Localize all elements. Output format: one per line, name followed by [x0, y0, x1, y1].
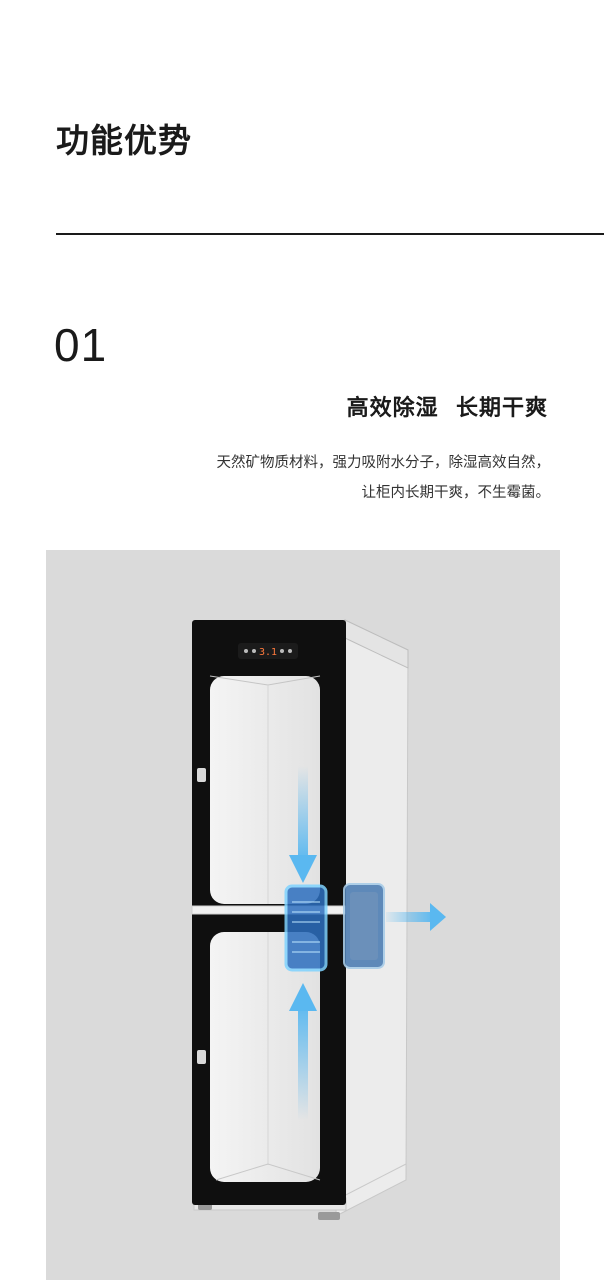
- product-image: 3.1: [46, 550, 560, 1280]
- control-panel: 3.1: [238, 643, 298, 659]
- door-lock-icon: [197, 768, 206, 1064]
- feature-description: 天然矿物质材料，强力吸附水分子，除湿高效自然， 让柜内长期干爽，不生霉菌。: [217, 448, 551, 508]
- humidity-display: 3.1: [259, 647, 277, 658]
- section-divider: [56, 233, 604, 235]
- dry-cabinet-illustration: 3.1: [191, 619, 446, 1220]
- feature-description-line-2: 让柜内长期干爽，不生霉菌。: [361, 485, 551, 501]
- section-title: 功能优势: [56, 121, 192, 160]
- dehumidifier-module: [284, 883, 385, 972]
- airflow-arrow-right-icon: [386, 903, 446, 931]
- feature-heading: 高效除湿 长期干爽: [346, 396, 548, 421]
- airflow-arrow-down-icon: [289, 766, 317, 883]
- feature-description-line-1: 天然矿物质材料，强力吸附水分子，除湿高效自然，: [216, 455, 551, 471]
- airflow-arrow-up-icon: [289, 983, 317, 1120]
- feature-number: 01: [54, 319, 108, 371]
- panel-button-icon: [244, 649, 248, 653]
